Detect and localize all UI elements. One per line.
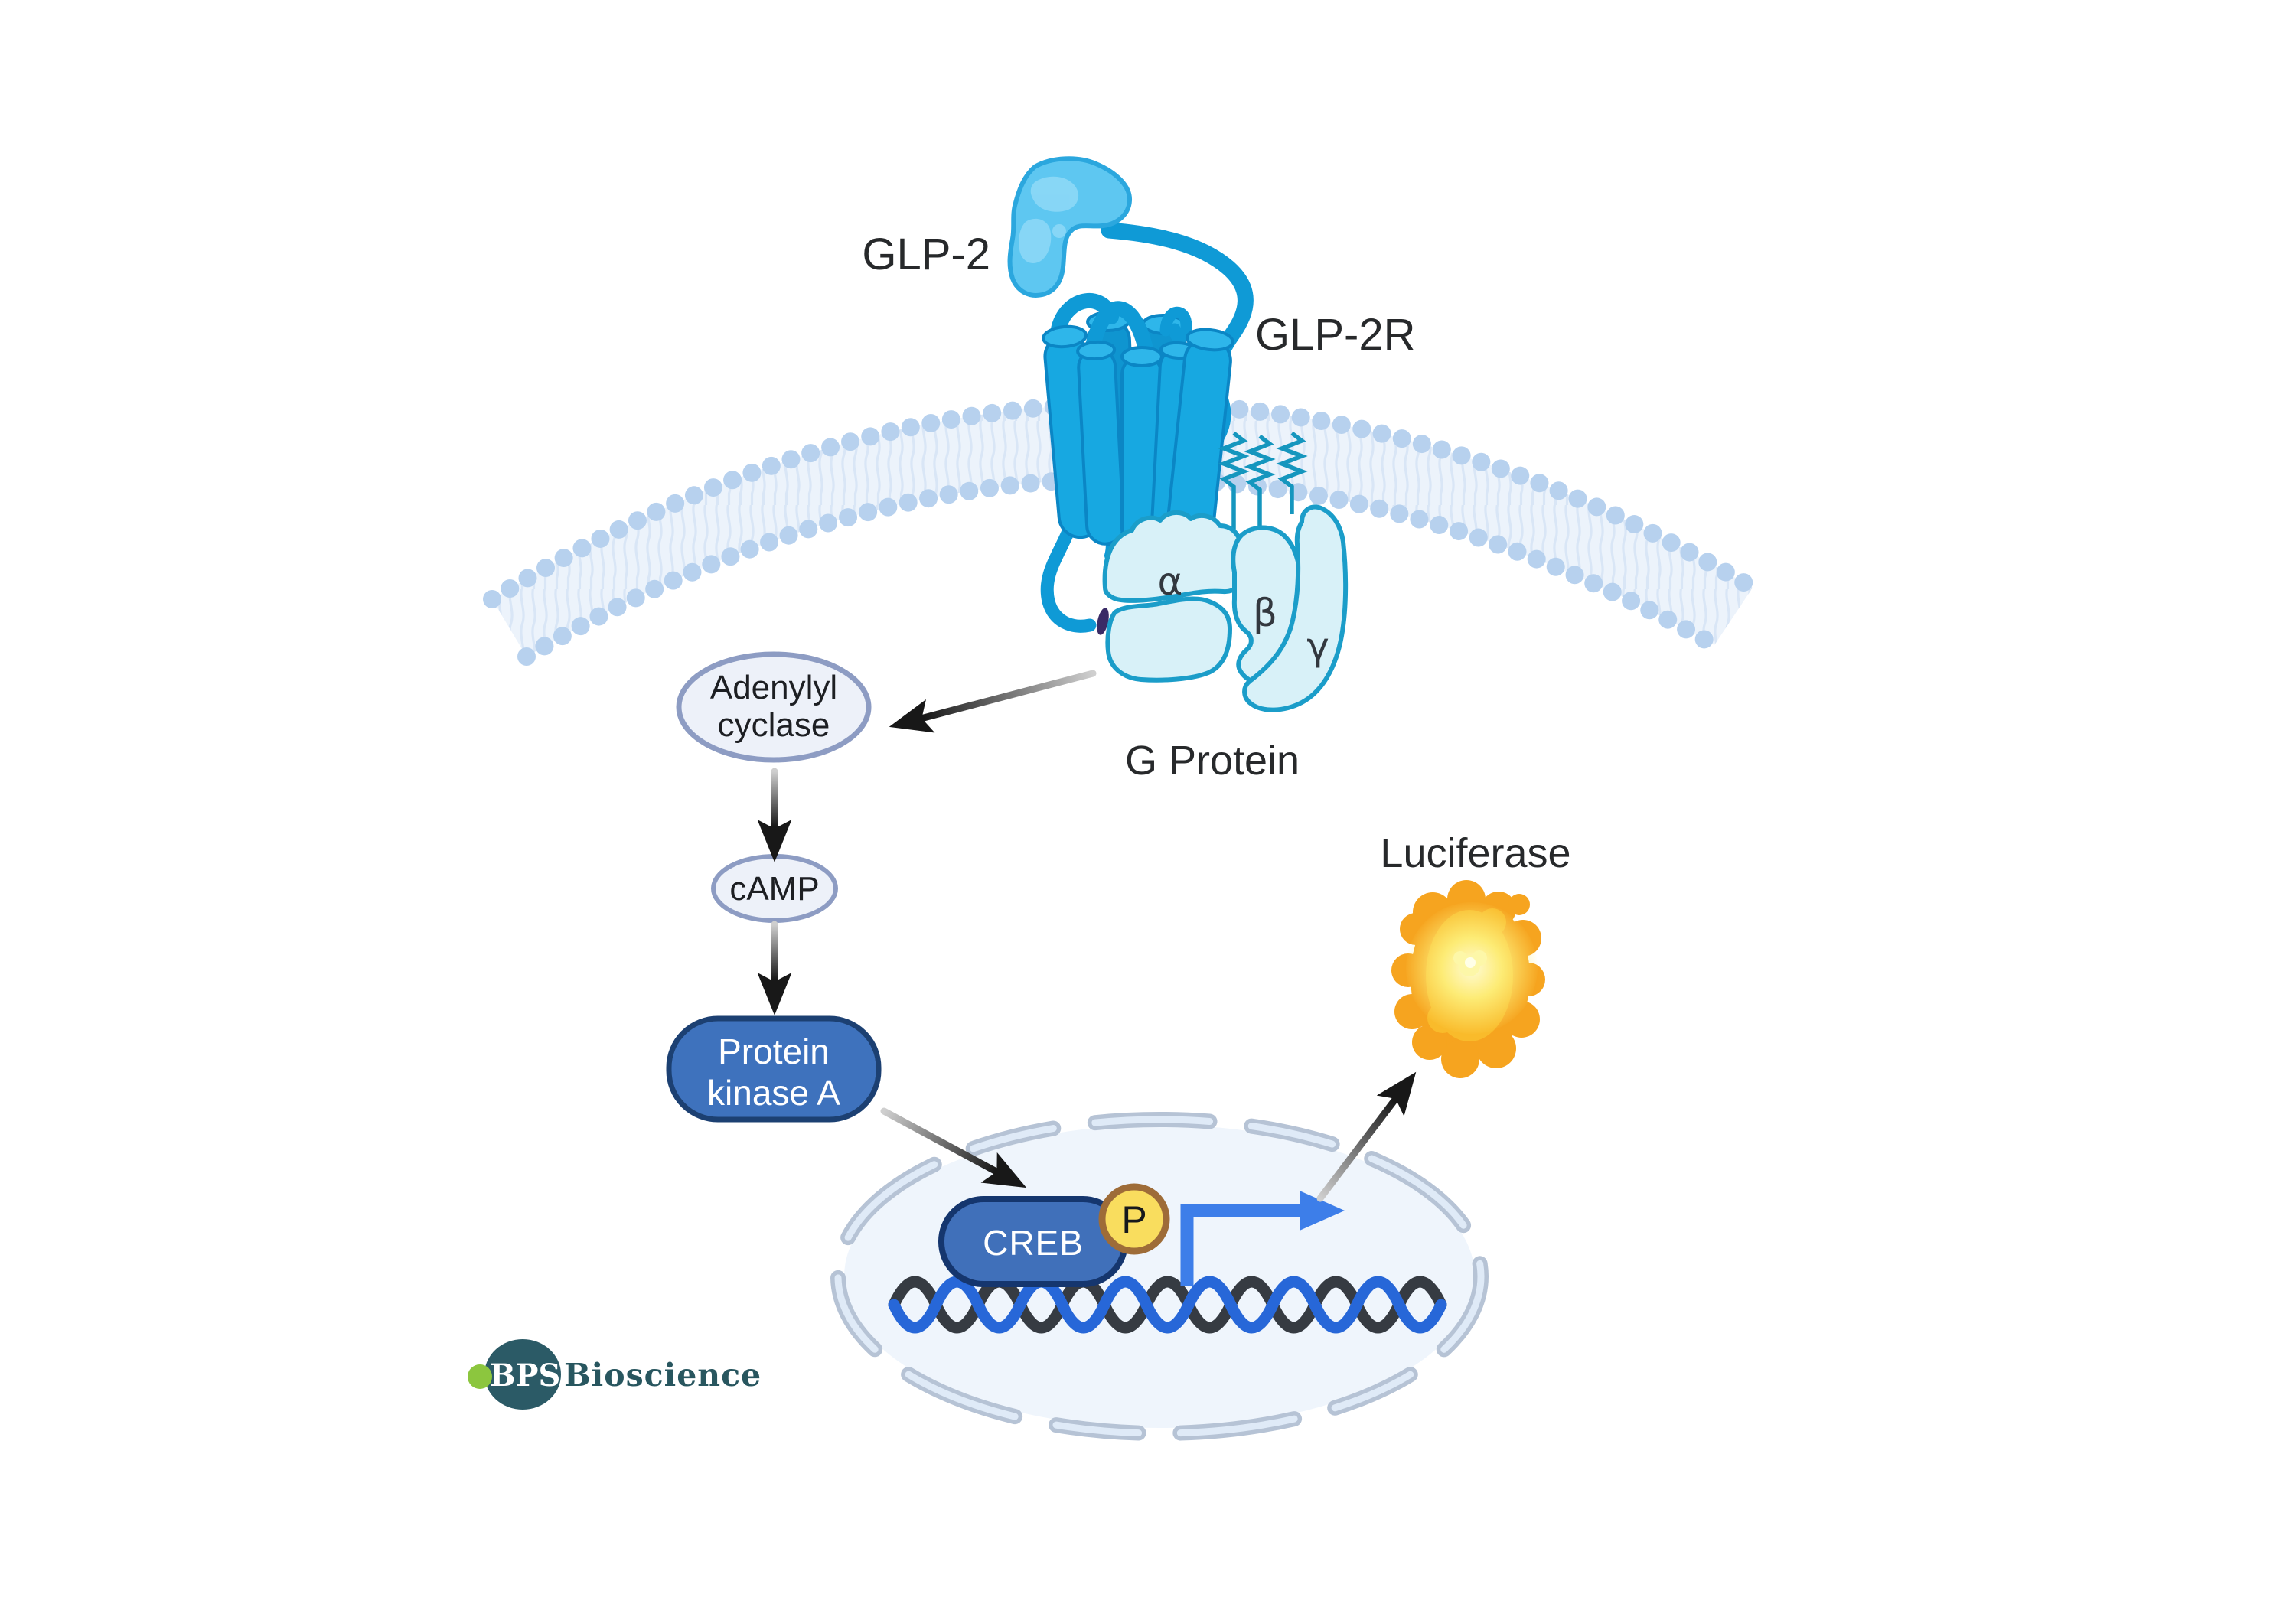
lipid-anchor-1 <box>1218 431 1250 568</box>
beta-label: β <box>1253 591 1277 635</box>
glp2r-receptor <box>1040 222 1254 633</box>
dna-helix <box>888 1276 1447 1334</box>
glp2r-label: GLP-2R <box>1255 310 1416 360</box>
luciferase-sparkle <box>1453 950 1487 976</box>
creb-node: CREB <box>938 1196 1128 1287</box>
arrow-pka-to-nucleus <box>880 1107 1027 1188</box>
g-gamma <box>1242 504 1349 712</box>
dna-strand-dark <box>888 1276 1447 1334</box>
pka-node: Protein kinase A <box>666 1015 882 1123</box>
g-protein-label: G Protein <box>1125 738 1300 784</box>
glp2-highlight-3 <box>1052 224 1066 238</box>
adenylyl-line1: Adenylyl <box>710 669 837 706</box>
glp2-highlight-1 <box>1030 176 1079 212</box>
transcription-arrow <box>1180 1191 1345 1286</box>
logo-oval <box>484 1339 561 1410</box>
adenylyl-cyclase-node: Adenylyl cyclase <box>676 651 872 763</box>
phosphate-badge: P <box>1098 1183 1170 1255</box>
dna-strand-blue <box>888 1276 1447 1334</box>
phosphate-label: P <box>1121 1198 1146 1241</box>
camp-label: cAMP <box>729 870 819 908</box>
flow-arrows <box>757 670 1417 1202</box>
luciferase-label: Luciferase <box>1380 830 1570 876</box>
pka-line2: kinase A <box>707 1073 840 1113</box>
lipid-anchors <box>1218 431 1308 572</box>
logo-bioscience-text: Bioscience <box>564 1357 762 1393</box>
creb-label: CREB <box>983 1223 1084 1263</box>
arrow-nucleus-to-luciferase <box>1316 1071 1417 1202</box>
receptor-cterm-loop <box>1040 523 1097 633</box>
membrane-tails-texture <box>492 403 1753 657</box>
logo-bps-text: BPS <box>490 1358 561 1393</box>
glp2-ligand <box>1007 156 1132 298</box>
bps-bioscience-logo: BPS Bioscience <box>468 1339 762 1410</box>
adenylyl-line2: cyclase <box>718 706 830 744</box>
gamma-label: γ <box>1306 624 1329 669</box>
lipid-anchor-2 <box>1244 434 1276 572</box>
pka-line1: Protein <box>718 1032 830 1071</box>
nucleus-envelope-inner <box>834 1116 1485 1437</box>
receptor-loop-2 <box>1085 301 1153 357</box>
luciferase-protein <box>1391 880 1545 1078</box>
logo-green-dot <box>468 1364 492 1389</box>
receptor-loop-curl <box>1159 306 1192 344</box>
arrow-gprotein-to-ac <box>889 670 1097 733</box>
g-alpha-upper <box>1102 510 1244 603</box>
g-alpha-lower <box>1105 596 1232 683</box>
camp-node: cAMP <box>711 854 838 923</box>
receptor-front-helices <box>1042 324 1234 549</box>
glp2-label: GLP-2 <box>862 230 990 279</box>
lipid-anchor-3 <box>1276 431 1308 514</box>
alpha-label: α <box>1158 559 1183 604</box>
g-protein <box>1097 504 1349 712</box>
g-protein-purple-sliver <box>1097 608 1109 635</box>
glp2-highlight-2 <box>1019 218 1052 264</box>
nucleus: CREB P <box>830 1112 1489 1441</box>
